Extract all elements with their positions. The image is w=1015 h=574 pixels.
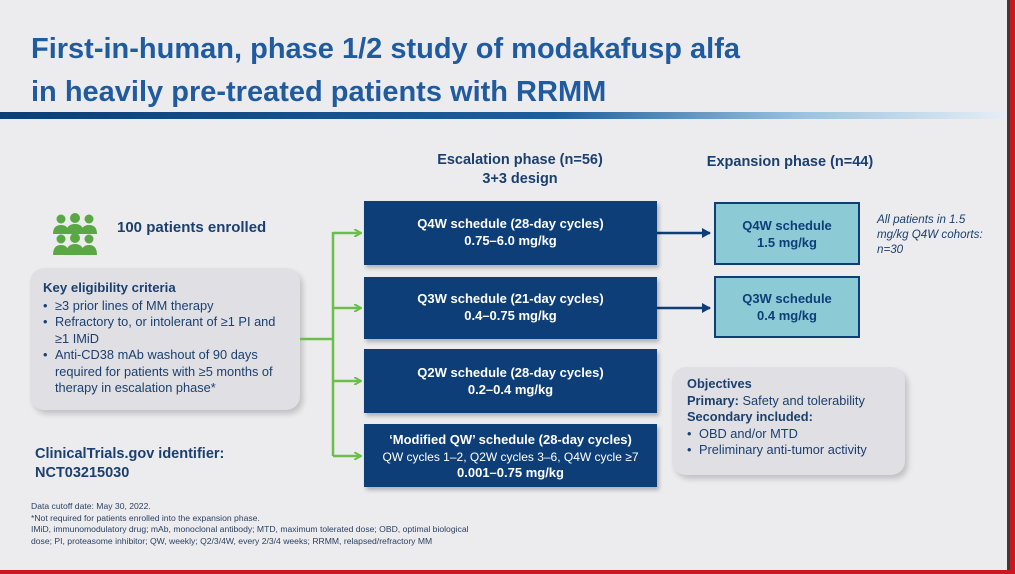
- schedule-dose: 0.2–0.4 mg/kg: [467, 381, 554, 397]
- objectives-box: Objectives Primary: Safety and tolerabil…: [672, 367, 905, 475]
- schedule-title: Q3W schedule (21-day cycles): [417, 291, 604, 306]
- clinicaltrials-id: NCT03215030: [35, 464, 130, 481]
- patients-enrolled-label: 100 patients enrolled: [117, 219, 267, 236]
- criteria-item: Anti-CD38 mAb washout of 90 days require…: [43, 347, 290, 397]
- schedule-dose: 0.4–0.75 mg/kg: [464, 307, 557, 323]
- title-underline-bar: [0, 112, 1007, 119]
- secondary-label: Secondary included:: [687, 409, 813, 424]
- schedule-title: ‘Modified QW’ schedule (28-day cycles): [389, 432, 632, 447]
- schedule-box-modified-qw: ‘Modified QW’ schedule (28-day cycles) Q…: [364, 424, 657, 487]
- schedule-box-q2w: Q2W schedule (28-day cycles) 0.2–0.4 mg/…: [364, 349, 657, 413]
- objectives-heading: Objectives: [687, 376, 752, 391]
- escalation-phase-header: Escalation phase (n=56) 3+3 design: [395, 151, 645, 189]
- title-line-1: First-in-human, phase 1/2 study of modak…: [31, 33, 741, 65]
- schedule-dose: 0.001–0.75 mg/kg: [457, 465, 564, 480]
- criteria-heading: Key eligibility criteria: [43, 280, 176, 295]
- expansion-dose: 1.5 mg/kg: [757, 235, 817, 250]
- schedule-box-q3w: Q3W schedule (21-day cycles) 0.4–0.75 mg…: [364, 277, 657, 339]
- criteria-list: ≥3 prior lines of MM therapy Refractory …: [43, 298, 290, 397]
- schedule-subtitle: QW cycles 1–2, Q2W cycles 3–6, Q4W cycle…: [382, 449, 639, 464]
- escalation-phase-design: 3+3 design: [482, 171, 558, 187]
- footnote-line: *Not required for patients enrolled into…: [31, 512, 260, 523]
- clinicaltrials-identifier: ClinicalTrials.gov identifier: NCT032150…: [35, 445, 224, 482]
- schedule-box-q4w: Q4W schedule (28-day cycles) 0.75–6.0 mg…: [364, 201, 657, 265]
- frame-edge-red-right: [1010, 0, 1015, 574]
- primary-value: Safety and tolerability: [742, 392, 865, 408]
- frame-edge-red-bottom: [0, 570, 1015, 574]
- eligibility-criteria-box: Key eligibility criteria ≥3 prior lines …: [30, 268, 300, 410]
- clinicaltrials-label: ClinicalTrials.gov identifier:: [35, 446, 225, 462]
- expansion-note: All patients in 1.5 mg/kg Q4W cohorts: n…: [877, 213, 983, 256]
- footnotes: Data cutoff date: May 30, 2022. *Not req…: [31, 501, 571, 547]
- footnote-line: dose; PI, proteasome inhibitor; QW, week…: [31, 535, 433, 546]
- frame-edge-dark: [1007, 0, 1010, 574]
- title-line-2: in heavily pre-treated patients with RRM…: [31, 76, 607, 108]
- secondary-item: OBD and/or MTD: [687, 426, 895, 443]
- escalation-phase-title: Escalation phase (n=56): [437, 152, 603, 168]
- expansion-box-q3w: Q3W schedule 0.4 mg/kg: [714, 276, 860, 338]
- schedule-title: Q2W schedule (28-day cycles): [417, 365, 604, 380]
- schedule-title: Q4W schedule (28-day cycles): [417, 216, 604, 231]
- expansion-dose: 0.4 mg/kg: [757, 308, 817, 323]
- expansion-box-q4w: Q4W schedule 1.5 mg/kg: [714, 202, 860, 265]
- criteria-item: ≥3 prior lines of MM therapy: [43, 298, 290, 315]
- secondary-item: Preliminary anti-tumor activity: [687, 442, 895, 459]
- expansion-phase-header: Expansion phase (n=44): [706, 154, 874, 170]
- objectives-primary: Primary: Safety and tolerability: [687, 393, 895, 410]
- criteria-item: Refractory to, or intolerant of ≥1 PI an…: [43, 314, 290, 347]
- expansion-title: Q3W schedule: [742, 291, 832, 306]
- footnote-line: IMiD, immunomodulatory drug; mAb, monocl…: [31, 524, 469, 534]
- secondary-list: OBD and/or MTD Preliminary anti-tumor ac…: [687, 426, 895, 459]
- primary-label: Primary:: [687, 392, 739, 408]
- footnote-line: Data cutoff date: May 30, 2022.: [31, 501, 151, 511]
- expansion-title: Q4W schedule: [742, 218, 832, 233]
- schedule-dose: 0.75–6.0 mg/kg: [464, 232, 557, 248]
- slide-title: First-in-human, phase 1/2 study of modak…: [31, 28, 931, 114]
- people-group-icon: [53, 213, 97, 255]
